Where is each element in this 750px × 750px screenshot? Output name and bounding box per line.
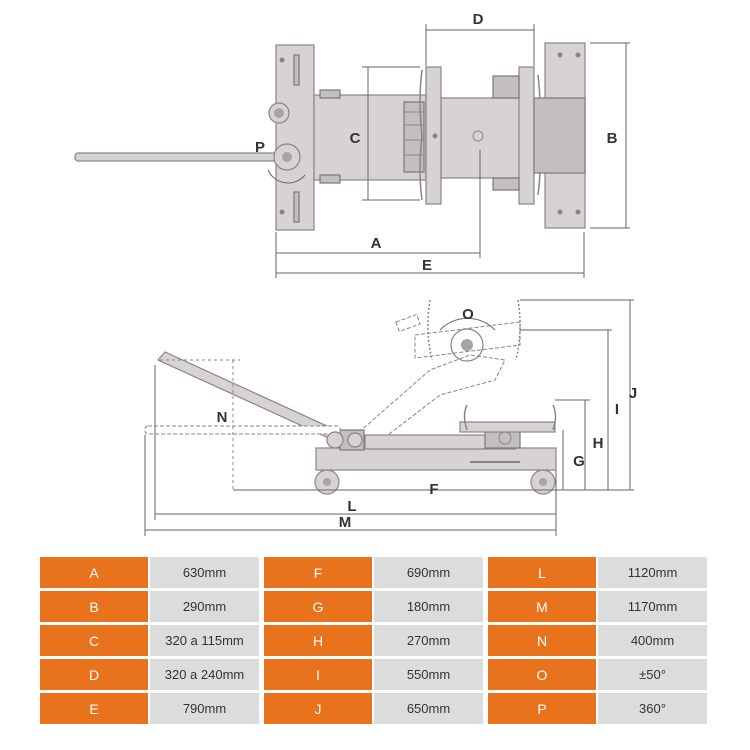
spec-table: A 630mm F 690mm L 1120mm B 290mm G 180mm…: [40, 557, 711, 727]
spec-value: 650mm: [374, 693, 483, 724]
label-f: F: [429, 481, 438, 498]
spec-value: 180mm: [374, 591, 483, 622]
spec-key: P: [488, 693, 596, 724]
label-m: M: [339, 514, 352, 531]
spec-key: N: [488, 625, 596, 656]
label-d: D: [473, 11, 484, 28]
spec-key: J: [264, 693, 372, 724]
label-n: N: [217, 409, 228, 426]
label-a: A: [371, 235, 382, 252]
label-e: E: [422, 257, 432, 274]
spec-row: E 790mm J 650mm P 360°: [40, 693, 711, 724]
label-o: O: [462, 306, 474, 323]
top-view: D C B A E P: [74, 11, 630, 278]
chain-left: [419, 69, 423, 201]
spec-value: 290mm: [150, 591, 259, 622]
spec-value: 790mm: [150, 693, 259, 724]
spec-value: 400mm: [598, 625, 707, 656]
handle-top: [74, 152, 286, 162]
label-p: P: [255, 139, 265, 156]
spec-value: 1170mm: [598, 591, 707, 622]
spec-row: C 320 a 115mm H 270mm N 400mm: [40, 625, 711, 656]
spec-value: 1120mm: [598, 557, 707, 588]
label-b: B: [607, 130, 618, 147]
spec-value: 270mm: [374, 625, 483, 656]
spec-key: A: [40, 557, 148, 588]
lowered-saddle: [459, 421, 556, 433]
spec-value: 690mm: [374, 557, 483, 588]
label-g: G: [573, 453, 585, 470]
handle-lowered-ghost: [144, 425, 341, 435]
spec-key: F: [264, 557, 372, 588]
spec-value: 630mm: [150, 557, 259, 588]
label-j: J: [629, 385, 637, 402]
tilt-arc-o: [439, 317, 496, 331]
spec-key: O: [488, 659, 596, 690]
label-l: L: [347, 498, 356, 515]
spec-row: A 630mm F 690mm L 1120mm: [40, 557, 711, 588]
spec-value: 320 a 240mm: [150, 659, 259, 690]
label-c: C: [350, 130, 361, 147]
spec-key: M: [488, 591, 596, 622]
label-i: I: [615, 401, 619, 418]
rear-saddle-plate: [518, 66, 535, 205]
spec-value: ±50°: [598, 659, 707, 690]
spec-key: I: [264, 659, 372, 690]
spec-key: E: [40, 693, 148, 724]
spec-key: L: [488, 557, 596, 588]
spec-key: G: [264, 591, 372, 622]
jack-dimension-drawing: D C B A E P: [74, 11, 637, 536]
spec-key: H: [264, 625, 372, 656]
chassis: [315, 447, 557, 471]
spec-row: B 290mm G 180mm M 1170mm: [40, 591, 711, 622]
spec-key: C: [40, 625, 148, 656]
spec-value: 360°: [598, 693, 707, 724]
spec-key: B: [40, 591, 148, 622]
rotation-arc-p: [267, 169, 306, 184]
label-h: H: [593, 435, 604, 452]
side-view: N F L M G H I J O: [144, 299, 637, 536]
spec-row: D 320 a 240mm I 550mm O ±50°: [40, 659, 711, 690]
spec-value: 550mm: [374, 659, 483, 690]
spec-key: D: [40, 659, 148, 690]
handle-raised: [157, 351, 341, 441]
spec-value: 320 a 115mm: [150, 625, 259, 656]
